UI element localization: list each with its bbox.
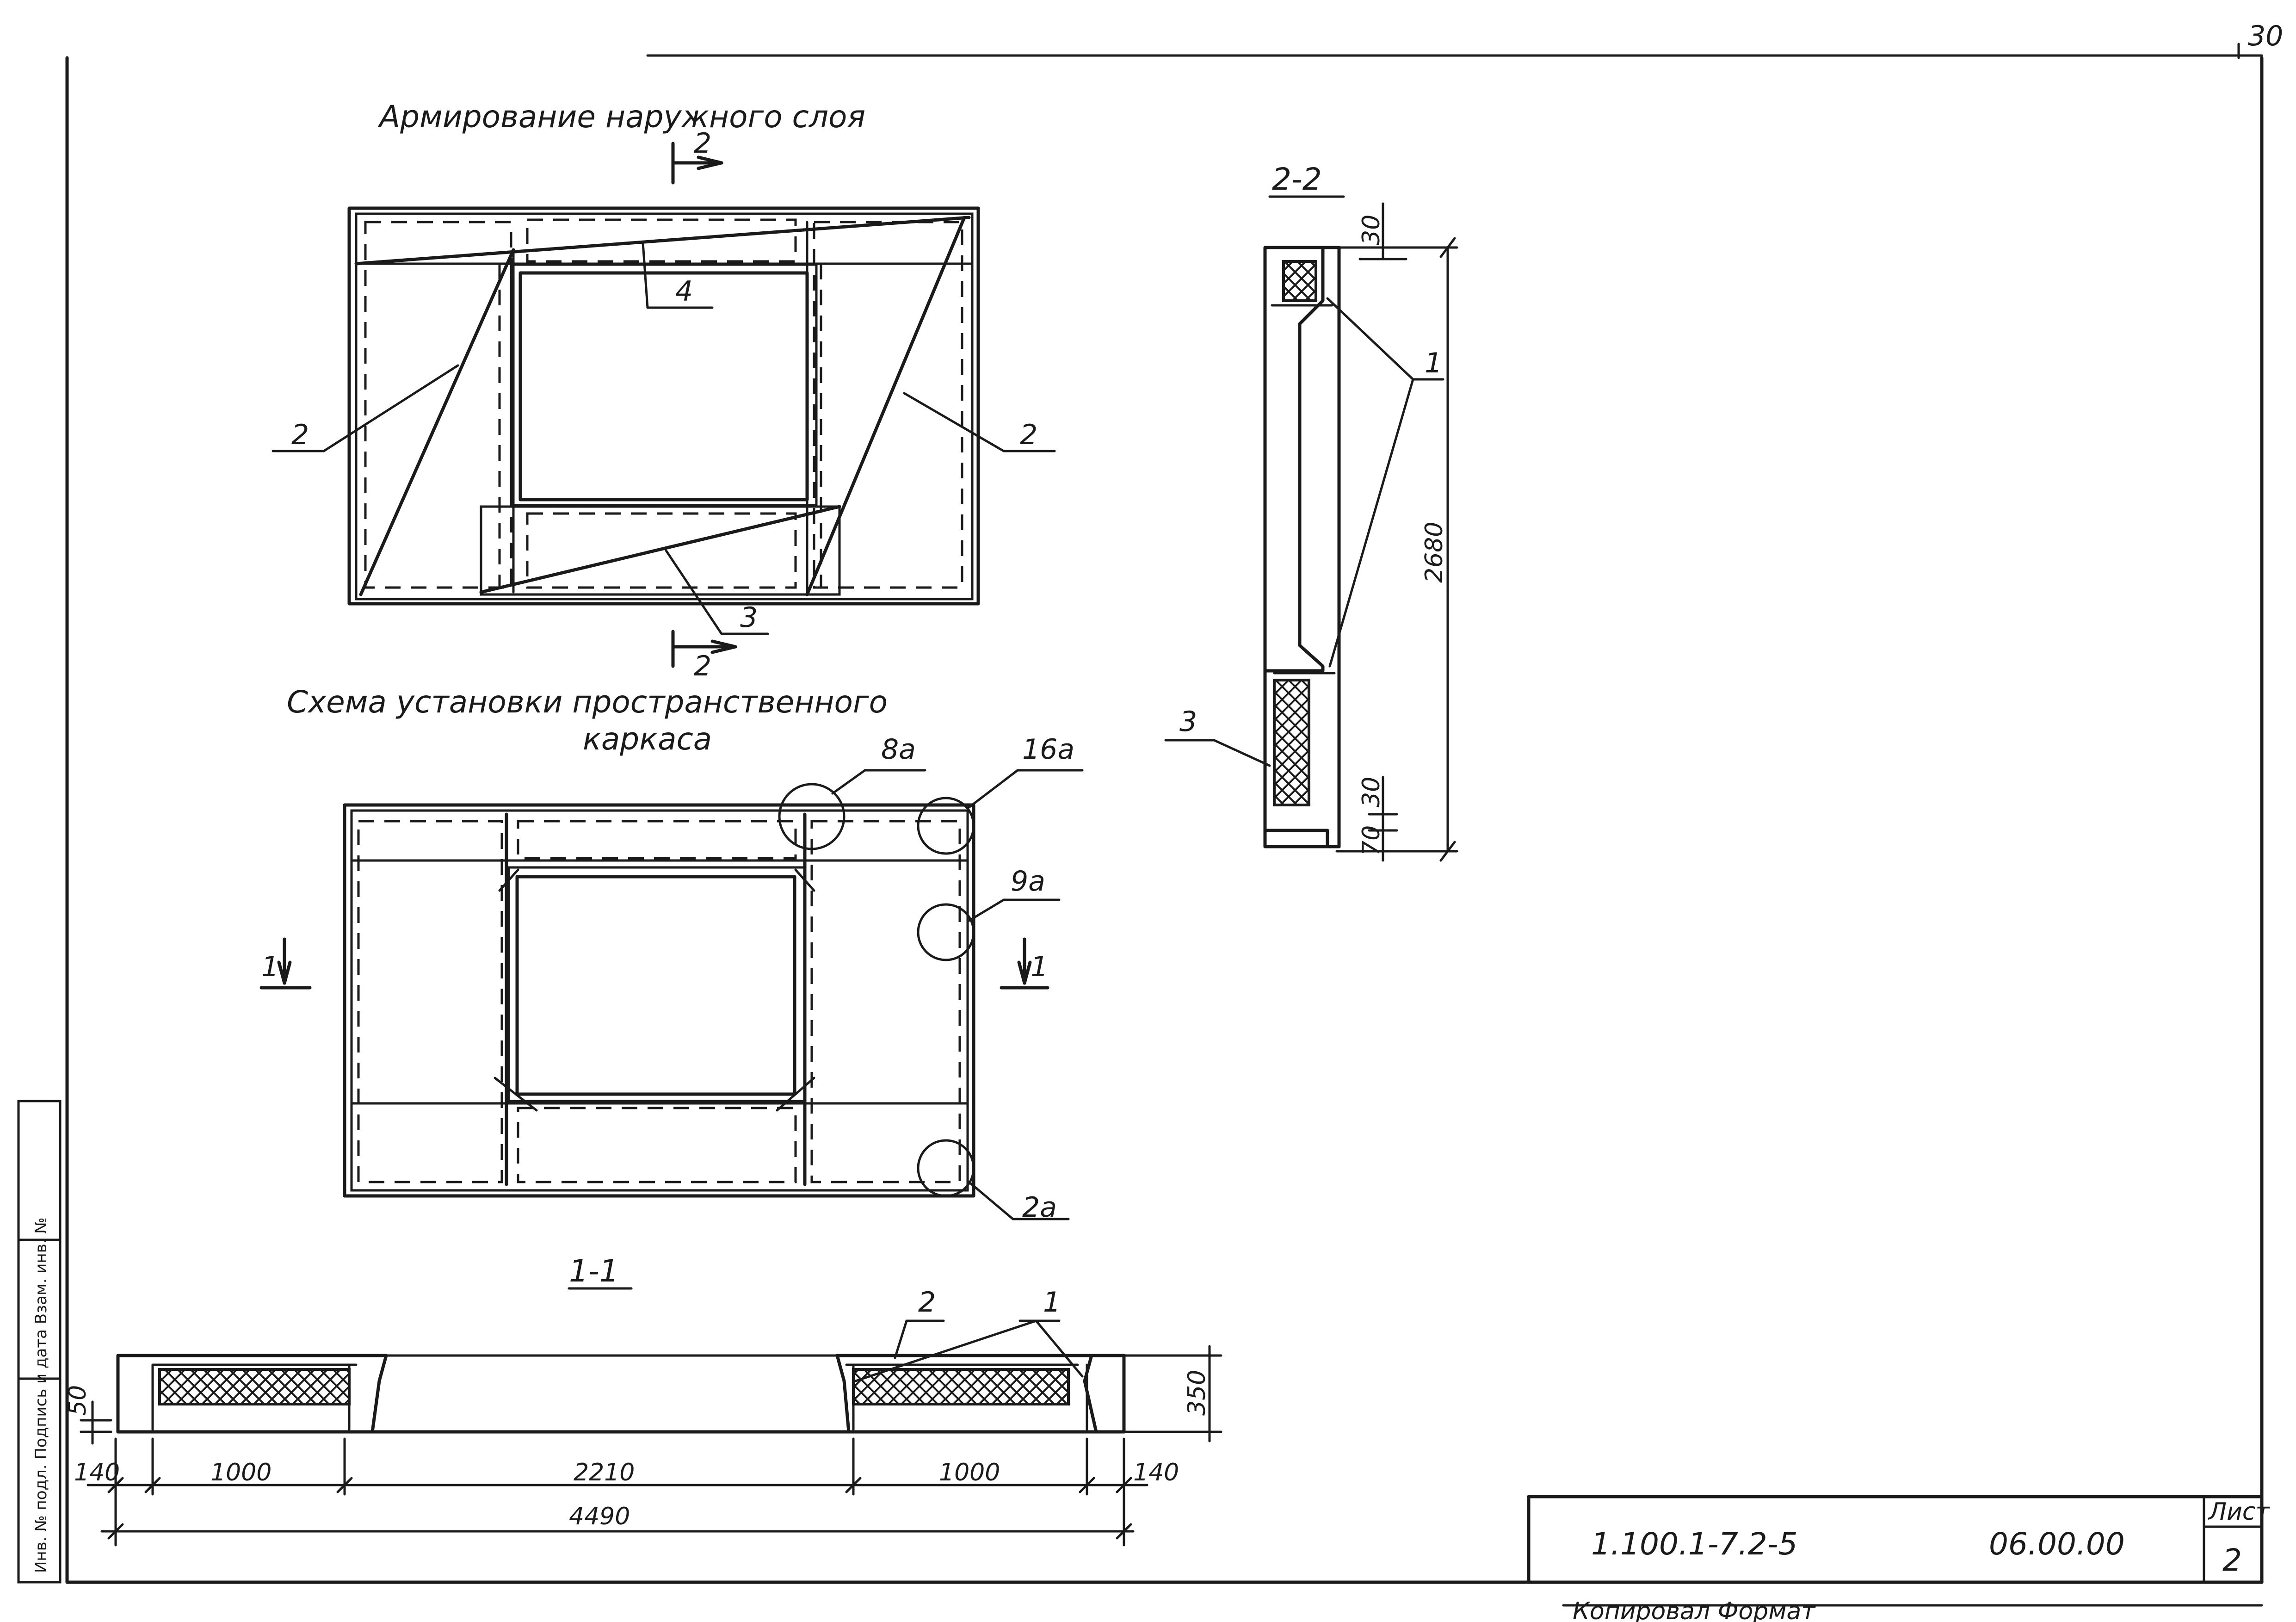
sec11-dim-offset: 50 — [64, 1385, 92, 1416]
callout-2-left: 2 — [291, 419, 309, 451]
sec11-dim-total: 4490 — [569, 1503, 630, 1530]
title-designation: 1.100.1-7.2-5 — [1591, 1526, 1798, 1562]
sec11-dim-span-right: 1000 — [939, 1459, 1000, 1486]
sec11-dim-edge-left: 140 — [74, 1459, 120, 1486]
frame-title-line2: каркаса — [583, 721, 712, 757]
cut-mark-1-right: 1 — [1031, 951, 1048, 983]
sec22-dim-top: 30 — [1358, 215, 1385, 245]
sec11-callout-2: 2 — [918, 1286, 936, 1319]
section-2-2-leaders — [1164, 297, 1444, 767]
sec22-dim-bottom-b: 70 — [1358, 825, 1385, 856]
outer-layer-cut-mark-bottom — [671, 630, 737, 668]
callout-4: 4 — [675, 275, 693, 308]
page-number: 30 — [2248, 20, 2283, 52]
side-stamp — [17, 1100, 62, 1584]
outer-layer-cut-mark-top — [671, 142, 723, 185]
sheet-number: 2 — [2222, 1542, 2242, 1578]
frame-cut-marks — [259, 937, 1049, 990]
callout-3: 3 — [740, 601, 758, 634]
side-stamp-label: Инв. № подл. Подпись и дата Взам. инв. № — [32, 1217, 50, 1573]
outer-layer-plan — [347, 206, 980, 606]
node-markers — [778, 769, 1084, 1220]
cut-mark-1-left: 1 — [261, 951, 279, 983]
callout-2-right: 2 — [1020, 419, 1037, 451]
section-1-1-profile — [116, 1354, 1204, 1434]
sec11-callout-1: 1 — [1043, 1286, 1061, 1319]
title-block — [1527, 1495, 2264, 1607]
node-9a: 9а — [1011, 865, 1045, 898]
section-1-1-title: 1-1 — [569, 1253, 619, 1289]
outer-layer-leaders — [272, 241, 1056, 635]
section-1-1-leaders — [854, 1319, 1084, 1382]
sheet-frame — [65, 43, 2264, 1584]
sec11-dim-thickness: 350 — [1183, 1370, 1211, 1416]
frame-title-line1: Схема установки пространственного — [287, 684, 888, 720]
node-8a: 8а — [881, 733, 916, 766]
sec11-dim-span-left: 1000 — [210, 1459, 272, 1486]
node-2a: 2а — [1022, 1191, 1057, 1224]
footer-partial: Копировал Формат — [1573, 1597, 1816, 1622]
outer-layer-title: Армирование наружного слоя — [377, 99, 865, 135]
sec22-dim-height: 2680 — [1420, 522, 1448, 583]
sec22-dim-bottom-a: 30 — [1358, 777, 1385, 807]
node-16a: 16а — [1022, 733, 1074, 766]
frame-installation-plan — [343, 803, 975, 1198]
section-2-2-title: 2-2 — [1272, 161, 1322, 197]
sec22-callout-1: 1 — [1425, 347, 1442, 379]
sec11-dim-middle: 2210 — [574, 1459, 635, 1486]
section-1-1-dims — [80, 1345, 1222, 1547]
section-2-2-profile — [1263, 246, 1341, 848]
sec22-callout-3: 3 — [1179, 706, 1197, 738]
title-code: 06.00.00 — [1989, 1526, 2125, 1562]
cut-mark-2-top-label: 2 — [694, 127, 711, 160]
cut-mark-2-bottom-label: 2 — [694, 650, 711, 682]
sec11-dim-edge-right: 140 — [1133, 1459, 1179, 1486]
section-2-2-dims — [1335, 202, 1458, 862]
sheet-label: Лист — [2208, 1498, 2270, 1526]
